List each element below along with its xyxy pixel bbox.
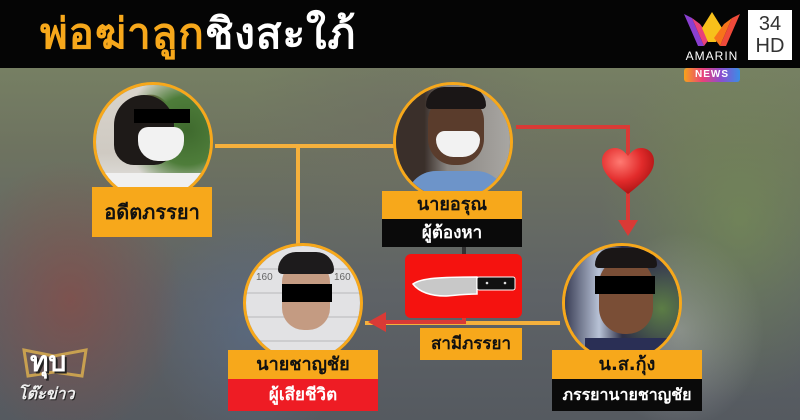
photo-chanchai: 160 160	[243, 243, 363, 363]
height-mark-160-right: 160	[334, 272, 351, 283]
channel-number-box: 34 HD	[748, 10, 792, 60]
role-label-victim: ผู้เสียชีวิต	[228, 379, 378, 411]
name-label-ex-wife: อดีตภรรยา	[92, 187, 212, 237]
show-logo: ทุบ โต๊ะข่าว	[16, 340, 96, 410]
hair	[278, 252, 334, 274]
role-to-knife-connector	[462, 246, 466, 255]
headline-part-1: พ่อฆ่าลูก	[40, 9, 205, 58]
photo-arun	[393, 82, 513, 202]
height-mark-160: 160	[256, 272, 273, 283]
hair	[595, 248, 657, 268]
name-label-kung: น.ส.กุ้ง	[552, 350, 702, 379]
name-label-arun: นายอรุณ	[382, 191, 522, 219]
photo-kung	[562, 243, 682, 363]
photo-ex-wife	[93, 82, 213, 202]
channel-logo: AMARIN NEWS 34 HD	[676, 6, 796, 82]
face	[599, 258, 653, 334]
name-label-chanchai: นายชาญชัย	[228, 350, 378, 379]
arrowhead-left-icon	[368, 312, 386, 332]
channel-number: 34	[758, 13, 782, 35]
spouse-relation-label: สามีภรรยา	[420, 328, 522, 360]
role-label-suspect: ผู้ต้องหา	[382, 219, 522, 247]
role-label-chanchai-wife: ภรรยานายชาญชัย	[552, 379, 702, 411]
ex-spouse-connector	[215, 144, 395, 148]
eye-censor-bar	[134, 109, 190, 123]
header-bar: พ่อฆ่าลูกชิงสะใภ้ AMARIN NEWS 34 HD	[0, 0, 800, 82]
parent-child-connector	[296, 146, 300, 246]
news-badge: NEWS	[684, 68, 740, 82]
arrowhead-down-icon	[618, 220, 638, 236]
eye-censor-bar	[282, 284, 332, 302]
heart-icon	[602, 148, 654, 194]
knife-arrow-horizontal	[384, 320, 466, 324]
show-logo-line1: ทุบ	[30, 345, 67, 378]
eye-censor-bar	[595, 276, 655, 294]
headline-part-2: ชิงสะใภ้	[204, 9, 357, 58]
hair	[426, 87, 486, 109]
knife-weapon-box	[405, 254, 522, 318]
channel-quality: HD	[755, 35, 785, 57]
brand-name: AMARIN	[685, 49, 739, 63]
open-book-icon	[22, 348, 88, 378]
love-arrow-horizontal	[516, 125, 630, 129]
face-mask	[436, 131, 480, 157]
knife-icon	[411, 276, 516, 297]
show-logo-line2: โต๊ะข่าว	[18, 384, 75, 403]
face-mask	[138, 127, 184, 161]
amarin-crown-icon	[680, 10, 744, 50]
headline: พ่อฆ่าลูกชิงสะใภ้	[40, 8, 356, 60]
